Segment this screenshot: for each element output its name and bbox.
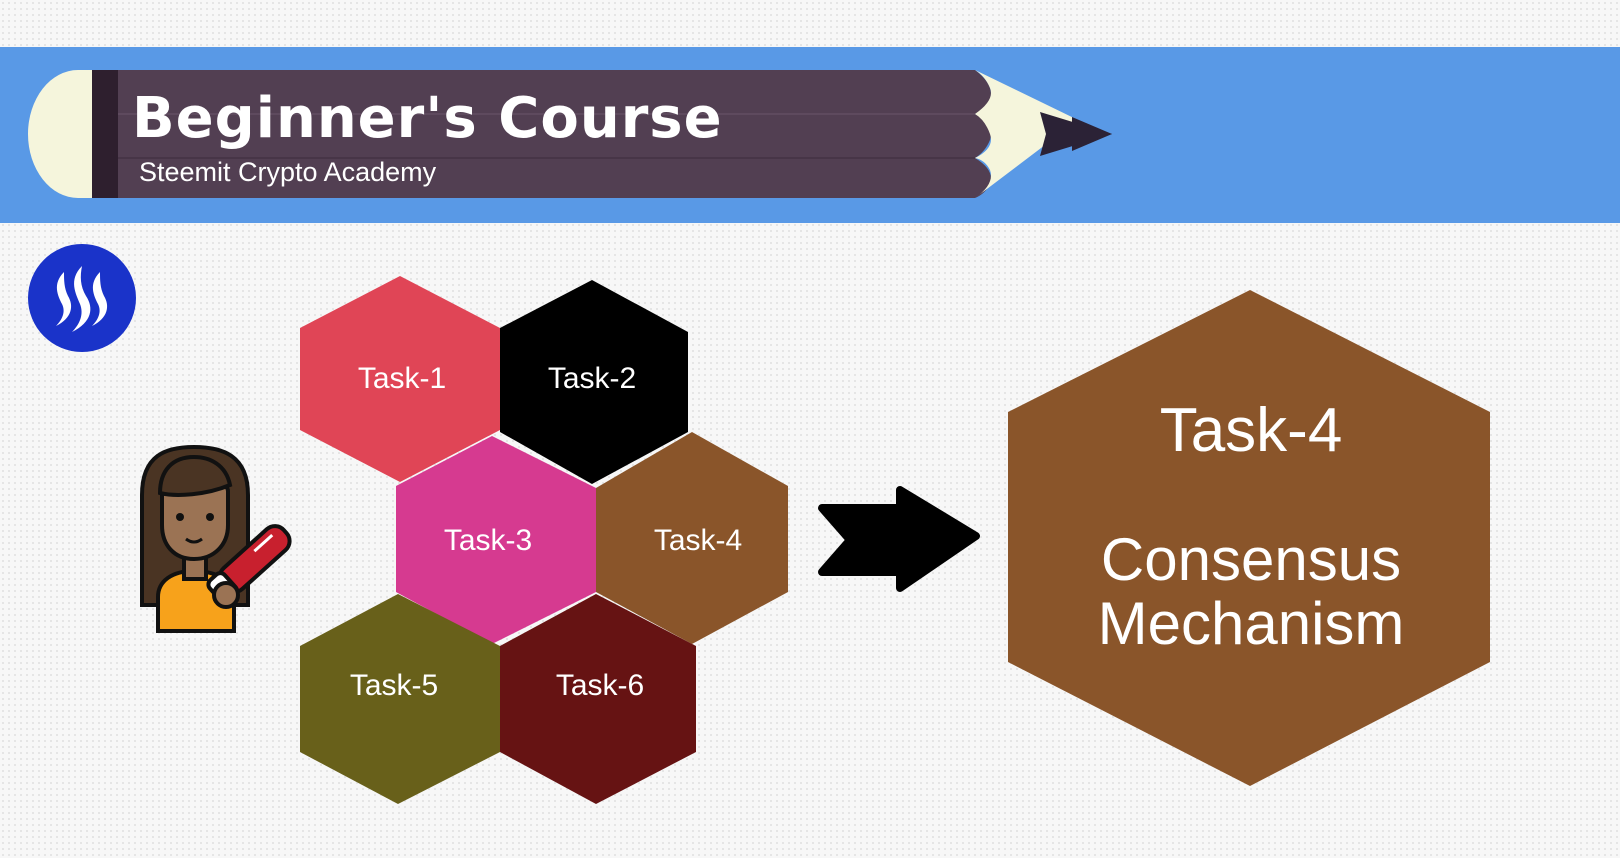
student-writing-icon — [140, 445, 292, 633]
course-title: Beginner's Course — [132, 86, 723, 151]
task-6-label: Task-6 — [555, 669, 645, 702]
hex-task-1[interactable] — [300, 276, 500, 482]
task-4-label: Task-4 — [653, 524, 743, 557]
task-2-label: Task-2 — [547, 362, 637, 395]
task-5-label: Task-5 — [349, 669, 439, 702]
hex-task-6[interactable] — [500, 594, 696, 804]
featured-task-subtitle-line2: Mechanism — [1097, 590, 1405, 657]
featured-task-title: Task-4 — [1159, 396, 1343, 465]
hex-task-4[interactable] — [596, 432, 788, 644]
hex-task-2[interactable] — [500, 280, 688, 484]
steem-logo-icon — [28, 244, 136, 352]
arrow-right-icon — [818, 486, 980, 592]
hex-task-5[interactable] — [300, 594, 500, 804]
course-subtitle: Steemit Crypto Academy — [139, 157, 437, 187]
featured-task-hexagon — [1008, 290, 1490, 786]
hex-task-3[interactable] — [396, 436, 596, 644]
featured-task-subtitle-line1: Consensus — [1100, 526, 1402, 593]
task-3-label: Task-3 — [443, 524, 533, 557]
task-1-label: Task-1 — [357, 362, 447, 395]
